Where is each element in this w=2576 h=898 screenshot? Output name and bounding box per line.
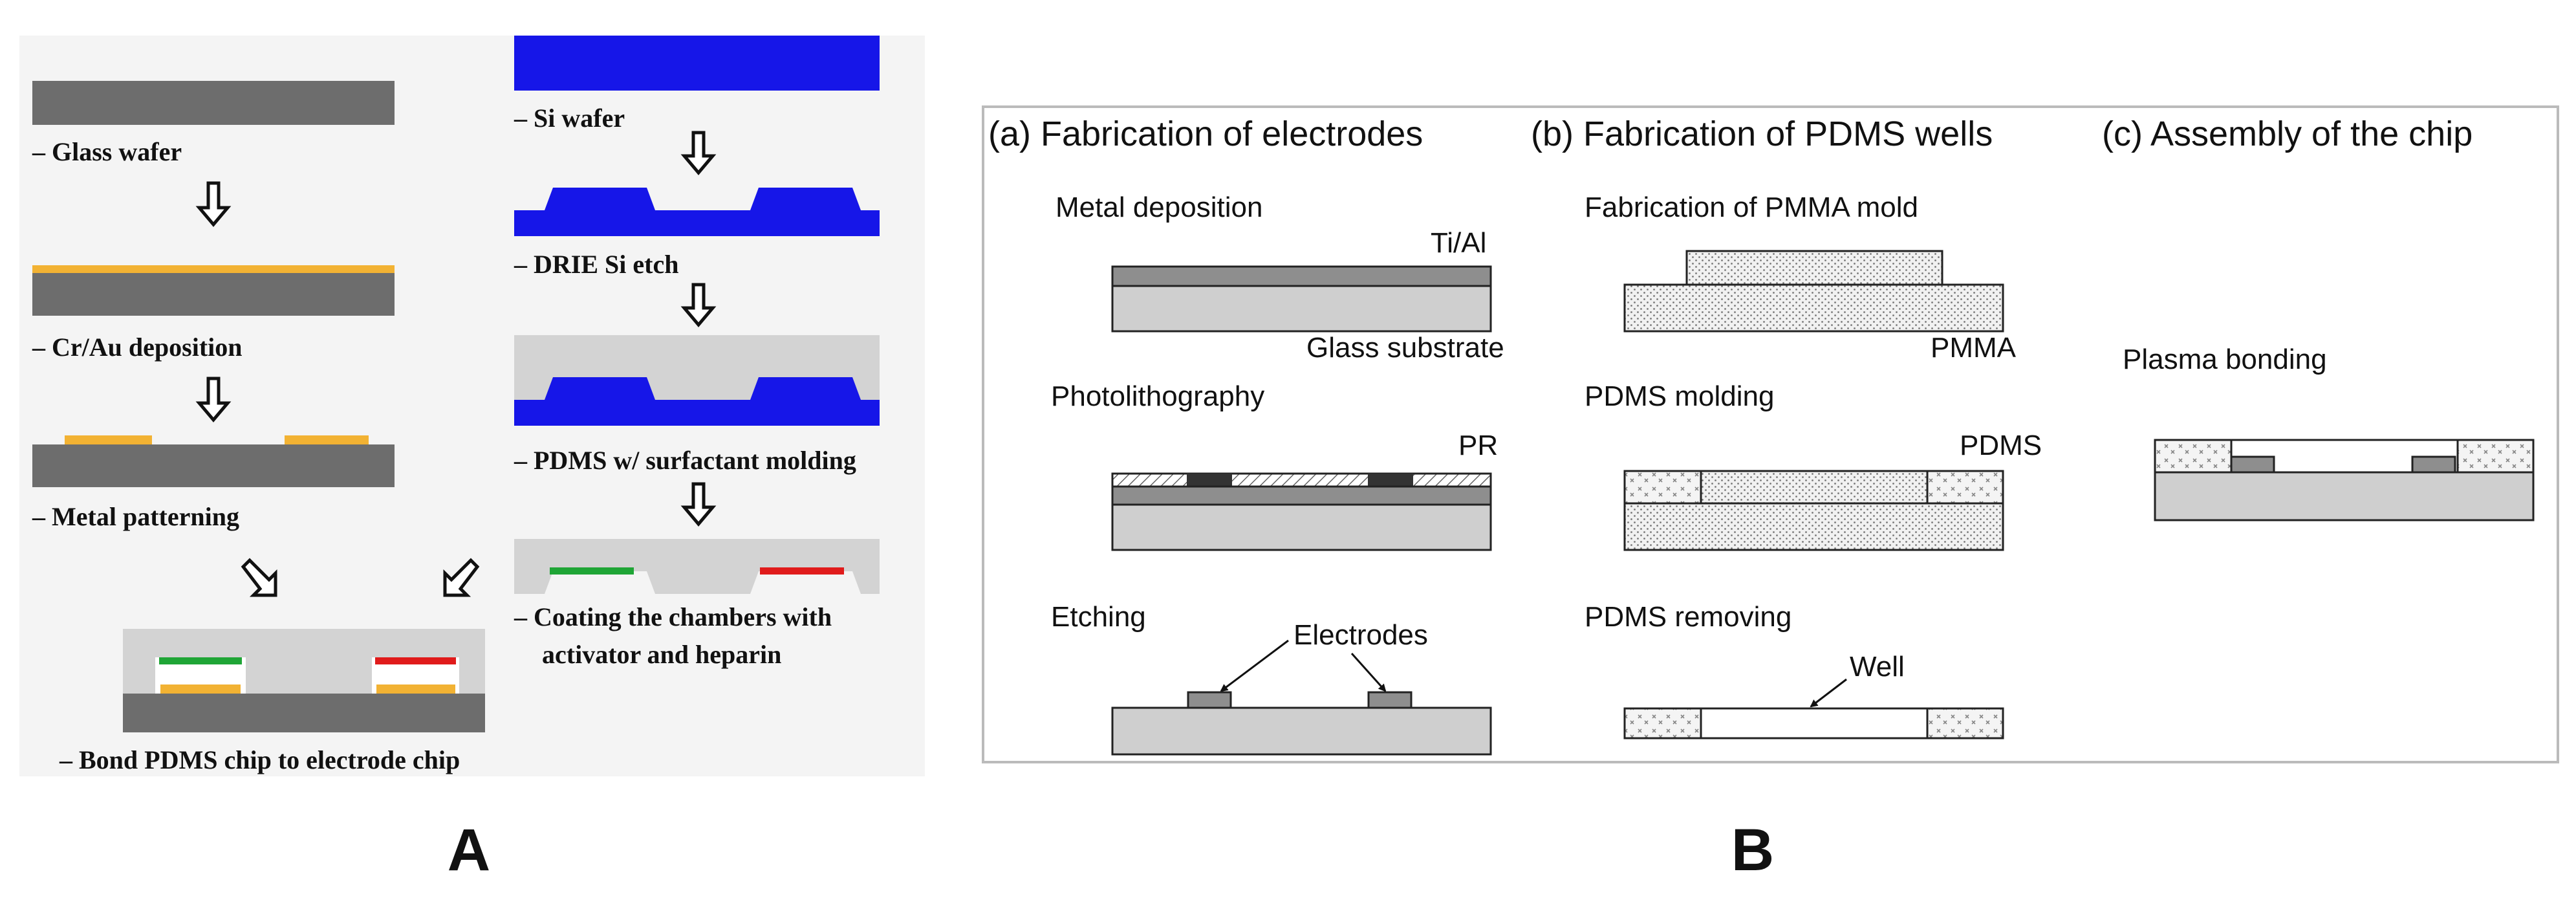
label-pmma: PMMA [1931, 332, 2017, 364]
step-metal-patterning: – Metal patterning [32, 502, 239, 531]
label-pdms-molding: PDMS molding [1585, 380, 1774, 412]
pdms-chip-with-chambers [514, 539, 880, 594]
heparin-coating [760, 567, 844, 575]
electrode-left [2230, 455, 2275, 474]
activator-coating [550, 567, 634, 575]
metal-pad-left [65, 435, 152, 444]
glass-substrate [1111, 706, 1492, 756]
panel-b-label: B [1731, 817, 1774, 883]
panel-b: (a) Fabrication of electrodes (b) Fabric… [982, 105, 2559, 763]
diagonal-arrow-icon [443, 558, 480, 597]
step-drie: – DRIE Si etch [514, 250, 678, 279]
well-pointer-arrow [1810, 678, 1847, 708]
pdms-left [1623, 707, 1702, 739]
pdms-right [1926, 707, 2004, 739]
pdms-left [1623, 470, 1702, 505]
ti-al-layer [1111, 265, 1492, 287]
label-pr: PR [1458, 430, 1498, 461]
step-pdms-molding: – PDMS w/ surfactant molding [514, 446, 856, 475]
section-b-title: (b) Fabrication of PDMS wells [1531, 115, 1993, 153]
glass-wafer-layer [32, 273, 395, 316]
panel-a-label: A [448, 817, 490, 883]
section-c-title: (c) Assembly of the chip [2102, 115, 2473, 153]
panel-b-frame [982, 105, 2559, 763]
electrode-left [160, 684, 241, 694]
down-arrow-icon [680, 482, 717, 527]
label-pdms-removing: PDMS removing [1585, 601, 1791, 633]
down-arrow-icon [680, 283, 717, 327]
label-ti-al: Ti/Al [1431, 227, 1486, 259]
electrode-right [376, 684, 455, 694]
step-glass-wafer: – Glass wafer [32, 137, 182, 166]
label-plasma-bonding: Plasma bonding [2123, 344, 2327, 375]
etched-si-wafer [514, 188, 880, 236]
glass-wafer-layer [123, 694, 485, 732]
photoresist-layer [1111, 472, 1492, 488]
pmma-mold-top [1685, 250, 1943, 286]
si-wafer-layer [514, 36, 880, 91]
step-si-wafer: – Si wafer [514, 104, 625, 133]
section-a-title: (a) Fabrication of electrodes [988, 115, 1423, 153]
metal-pad-right [285, 435, 369, 444]
pdms-right [2456, 439, 2535, 474]
electrode-pointer-arrow [1220, 639, 1289, 692]
pmma-mold-base [1623, 502, 2004, 551]
electrode-right [2411, 455, 2456, 474]
glass-wafer-layer [32, 81, 395, 125]
panel-a: – Glass wafer – Cr/Au deposition – Metal… [19, 36, 925, 776]
label-electrodes: Electrodes [1293, 619, 1428, 651]
down-arrow-icon [195, 181, 232, 227]
step-coating-line2: activator and heparin [542, 640, 781, 669]
pdms-left [2154, 439, 2233, 474]
heparin-coating [375, 657, 456, 664]
electrode-right [1367, 691, 1412, 709]
label-metal-deposition: Metal deposition [1055, 192, 1262, 223]
si-master-mold [514, 377, 880, 426]
step-coating-line1: – Coating the chambers with [514, 602, 832, 631]
label-pmma-mold: Fabrication of PMMA mold [1585, 192, 1918, 223]
diagonal-arrow-icon [241, 558, 277, 597]
electrode-left [1187, 691, 1232, 709]
down-arrow-icon [680, 131, 717, 175]
activator-coating [159, 657, 242, 664]
electrode-pointer-arrow [1350, 652, 1387, 692]
pdms-right [1926, 470, 2004, 505]
step-bond: – Bond PDMS chip to electrode chip [59, 745, 460, 774]
label-pdms: PDMS [1960, 430, 2042, 461]
glass-wafer-layer [32, 444, 395, 487]
pmma-mold-base [1623, 283, 2004, 333]
pr-opening-left [1187, 474, 1232, 487]
down-arrow-icon [195, 377, 232, 422]
glass-substrate [1111, 285, 1492, 333]
glass-substrate [2154, 471, 2535, 521]
label-well: Well [1850, 651, 1905, 683]
step-cr-au-deposition: – Cr/Au deposition [32, 333, 243, 362]
ti-al-layer [1111, 485, 1492, 506]
cr-au-layer [32, 265, 395, 273]
pr-opening-right [1368, 474, 1413, 487]
label-etching: Etching [1051, 601, 1146, 633]
glass-substrate [1111, 503, 1492, 551]
label-photolithography: Photolithography [1051, 380, 1264, 412]
label-glass-substrate: Glass substrate [1306, 332, 1504, 364]
